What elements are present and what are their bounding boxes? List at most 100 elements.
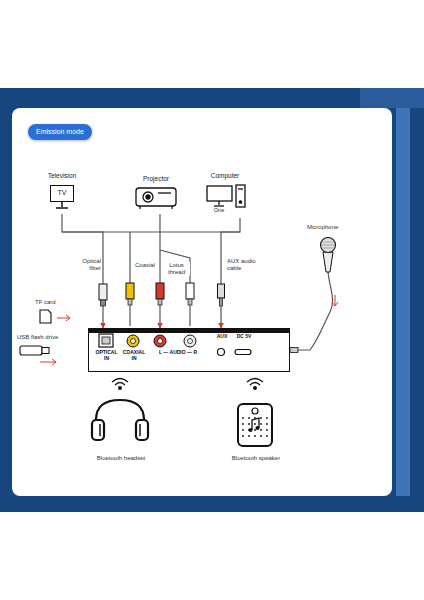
- source-device: Projector: [128, 175, 184, 214]
- sound-waves: [247, 379, 263, 383]
- bus-wire: [62, 232, 240, 326]
- microphone-icon: [321, 238, 336, 253]
- optical-plug: [99, 284, 107, 306]
- cable-connector: [62, 214, 103, 328]
- microphone-icon: [321, 242, 335, 248]
- cable-label: Coaxial: [134, 262, 158, 269]
- cable-connector: [159, 214, 160, 328]
- node-text: One: [206, 207, 232, 213]
- headset-icon: [92, 400, 148, 440]
- sound-waves: [254, 387, 257, 390]
- cable-label: AUX audio cable: [226, 258, 270, 272]
- sound-waves: [112, 379, 128, 383]
- headset-icon: [99, 424, 101, 436]
- cable-label: Optical fiber: [74, 258, 102, 272]
- speaker-grille: [248, 417, 250, 419]
- aux-plug: [218, 284, 225, 306]
- node-title: Television: [40, 172, 84, 179]
- speaker-grille: [266, 435, 268, 437]
- node-text: AUX: [213, 334, 231, 340]
- node-text: TV: [50, 185, 74, 202]
- headset-icon: [139, 424, 141, 436]
- computer-icon: [239, 201, 241, 203]
- rca-plugs: [188, 299, 192, 305]
- device-body: [154, 335, 166, 347]
- speaker-grille: [248, 423, 250, 425]
- device-body: [188, 339, 193, 344]
- sound-waves: [250, 383, 260, 386]
- device-body: [131, 339, 136, 344]
- speaker-icon: [256, 426, 260, 430]
- aux-plug: [218, 284, 225, 298]
- node-title: Projector: [128, 175, 184, 182]
- speaker-icon: [252, 418, 259, 430]
- speaker-icon: [249, 428, 253, 432]
- projector-icon: [171, 206, 172, 209]
- node-text: L — AUDIO — R: [152, 350, 204, 356]
- device-body: [88, 328, 290, 372]
- projector-icon: [139, 206, 140, 209]
- microphone-icon: [332, 295, 338, 306]
- part-label: USB flash drive: [16, 334, 59, 341]
- speaker-grille: [242, 417, 244, 419]
- device-body: [102, 337, 110, 344]
- aux-plug: [220, 298, 223, 306]
- frame: [396, 108, 410, 496]
- tv-stand: [56, 207, 68, 209]
- rca-plugs: [156, 283, 194, 305]
- node-text: COAXIAL IN: [120, 350, 148, 362]
- speaker-grille: [248, 429, 250, 431]
- device-body: [184, 335, 196, 347]
- device-body: [235, 350, 251, 355]
- frame: [12, 108, 392, 496]
- rca-plugs: [158, 299, 162, 305]
- transmitter-box: OPTICAL INCOAXIAL INL — AUDIO — RAUXDC 5…: [88, 328, 290, 372]
- computer-icon: [207, 186, 232, 201]
- projector-icon: [136, 188, 176, 209]
- device-body: [99, 334, 113, 347]
- projector-icon: [158, 192, 171, 193]
- cable-label: Lotus thread: [163, 262, 190, 276]
- speaker-grille: [254, 435, 256, 437]
- projector-icon: [146, 195, 150, 199]
- tf-card-icon: [57, 315, 70, 321]
- headset-icon: [92, 420, 104, 440]
- projector-icon: [136, 188, 176, 206]
- part-label: Microphone: [306, 224, 339, 231]
- mode-button: Emission mode: [28, 124, 92, 140]
- rca-plugs: [186, 283, 194, 299]
- usb-drive-icon: [20, 346, 42, 355]
- speaker-grille: [248, 435, 250, 437]
- tf-card-icon: [40, 310, 51, 323]
- speaker-grille: [242, 429, 244, 431]
- microphone-icon: [296, 272, 333, 350]
- computer-icon: [214, 205, 224, 206]
- coaxial-plug: [128, 299, 132, 305]
- usb-drive-icon: [40, 359, 56, 365]
- computer-icon: [207, 185, 245, 207]
- speaker-grille: [242, 423, 244, 425]
- coaxial-plug: [126, 283, 134, 305]
- speaker-grille: [260, 429, 262, 431]
- optical-plug: [99, 284, 107, 300]
- usb-drive-icon: [42, 348, 49, 354]
- frame: [360, 88, 424, 108]
- sound-waves: [112, 379, 263, 390]
- device-body: [158, 339, 163, 344]
- speaker-icon: [238, 404, 272, 446]
- device-body: [127, 335, 139, 347]
- frame: [0, 88, 424, 512]
- microphone-icon: [290, 238, 338, 353]
- tv-stand: [61, 202, 63, 207]
- node-title: OPTICAL IN: [93, 350, 120, 362]
- device-body: [88, 328, 290, 372]
- speaker-grille: [242, 435, 244, 437]
- computer-icon: [238, 188, 243, 189]
- speaker-grille: [260, 423, 262, 425]
- sound-waves: [115, 383, 125, 386]
- microphone-icon: [290, 348, 298, 353]
- speaker-grille: [260, 417, 262, 419]
- speaker-grille: [242, 417, 268, 437]
